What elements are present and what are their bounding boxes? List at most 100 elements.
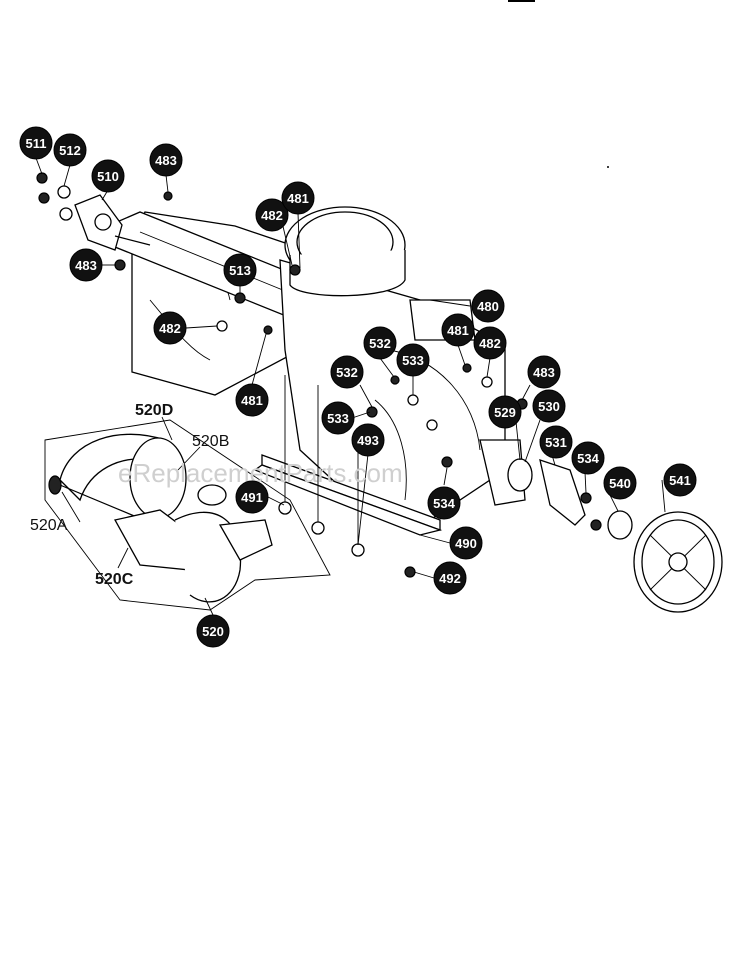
callout-number: 531 (545, 435, 567, 450)
leader-483c (521, 384, 531, 401)
auger-assembly (44, 419, 331, 611)
callout-circle (363, 326, 397, 360)
callout-520: 520 (196, 614, 230, 648)
callout-circle (396, 343, 430, 377)
leader-533b (351, 411, 371, 419)
leader-492 (413, 571, 435, 579)
callout-number: 481 (447, 323, 469, 338)
callout-circle (19, 126, 53, 160)
nut-bottom (404, 566, 416, 578)
callout-circle (473, 326, 507, 360)
callout-circle (330, 355, 364, 389)
callout-532: 532 (330, 355, 364, 389)
callout-481: 481 (235, 383, 269, 417)
gear-box (218, 519, 273, 561)
callout-number: 533 (402, 353, 424, 368)
right-drive-parts (507, 458, 723, 613)
callout-533: 533 (396, 343, 430, 377)
bolt-dot-3 (390, 375, 400, 385)
leader-520 (204, 597, 214, 616)
callout-511: 511 (19, 126, 53, 160)
leader-482b (185, 325, 218, 329)
leader-520B (177, 446, 201, 471)
callout-481: 481 (441, 313, 475, 347)
callout-number: 490 (455, 536, 477, 551)
callout-481: 481 (281, 181, 315, 215)
pulley-hub (668, 552, 688, 572)
callout-circle (53, 133, 87, 167)
callout-circle (91, 159, 125, 193)
label-520C: 520C (95, 571, 134, 588)
callout-circle (427, 486, 461, 520)
callout-number: 483 (155, 153, 177, 168)
callout-492: 492 (433, 561, 467, 595)
callout-circle (69, 248, 103, 282)
callout-circle (449, 526, 483, 560)
leader-534a (584, 471, 587, 494)
washer-512 (57, 185, 71, 199)
bolt-dot-2 (289, 264, 301, 276)
bolt-dot (234, 292, 246, 304)
callout-number: 534 (577, 451, 599, 466)
callout-circle (471, 289, 505, 323)
washer-dot-3 (426, 419, 438, 431)
callout-number: 510 (97, 169, 119, 184)
callout-number: 532 (369, 336, 391, 351)
carriage-bolt-3 (351, 543, 365, 557)
callout-circle (571, 441, 605, 475)
leader-481b (251, 333, 267, 386)
callout-circle (235, 383, 269, 417)
shaft-line (114, 235, 151, 246)
callout-number: 493 (357, 433, 379, 448)
callout-530: 530 (532, 389, 566, 423)
callout-number: 540 (609, 476, 631, 491)
callout-circle (153, 311, 187, 345)
leader-480 (429, 299, 471, 307)
callout-circle (527, 355, 561, 389)
leader-520C (117, 547, 129, 569)
callout-480: 480 (471, 289, 505, 323)
callout-482: 482 (255, 198, 289, 232)
nut-534 (580, 492, 592, 504)
callout-number: 480 (477, 299, 499, 314)
callout-number: 482 (479, 336, 501, 351)
leader-541 (661, 479, 666, 513)
leader-520D (161, 416, 173, 441)
callout-483: 483 (69, 248, 103, 282)
callout-534: 534 (427, 486, 461, 520)
bearing-529 (507, 458, 533, 492)
callout-circle (663, 463, 697, 497)
washer-512b (59, 207, 73, 221)
callout-493: 493 (351, 423, 385, 457)
auger-housing (109, 191, 528, 578)
label-520A: 520A (30, 517, 68, 534)
callout-483: 483 (527, 355, 561, 389)
speck (607, 166, 609, 168)
carriage-bolt (278, 501, 292, 515)
chute-collar (289, 250, 406, 297)
callout-number: 520 (202, 624, 224, 639)
bearing-hole (94, 213, 112, 231)
gear-box-cap (197, 484, 227, 506)
callout-512: 512 (53, 133, 87, 167)
callout-circle (433, 561, 467, 595)
callout-number: 533 (327, 411, 349, 426)
callout-number: 481 (287, 191, 309, 206)
callout-482: 482 (153, 311, 187, 345)
auger-outline-box (44, 419, 331, 611)
callout-circle (532, 389, 566, 423)
callout-513: 513 (223, 253, 257, 287)
callout-circle (149, 143, 183, 177)
callout-541: 541 (663, 463, 697, 497)
callout-number: 541 (669, 473, 691, 488)
callout-circle (235, 480, 269, 514)
callout-490: 490 (449, 526, 483, 560)
nut-dot-2 (114, 259, 126, 271)
spacer-540 (607, 510, 633, 540)
washer-dot-4 (481, 376, 493, 388)
nut-dot (263, 325, 273, 335)
callout-number: 532 (336, 365, 358, 380)
nut-534b (590, 519, 602, 531)
callout-circle (603, 466, 637, 500)
